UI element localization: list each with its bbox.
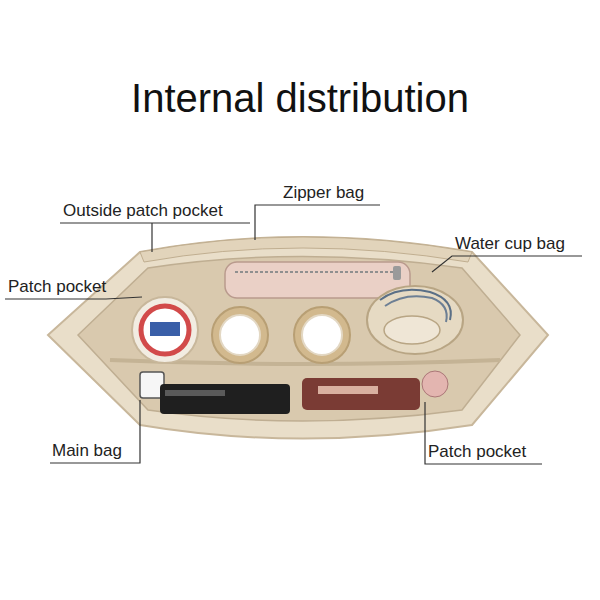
part-label: Zipper bag — [283, 183, 364, 203]
part-label: Water cup bag — [455, 234, 565, 254]
diagram-title: Internal distribution — [0, 74, 600, 122]
part-label: Patch pocket — [428, 442, 526, 462]
part-label: Outside patch pocket — [63, 201, 223, 221]
part-label: Patch pocket — [8, 277, 106, 297]
part-label: Main bag — [52, 441, 122, 461]
